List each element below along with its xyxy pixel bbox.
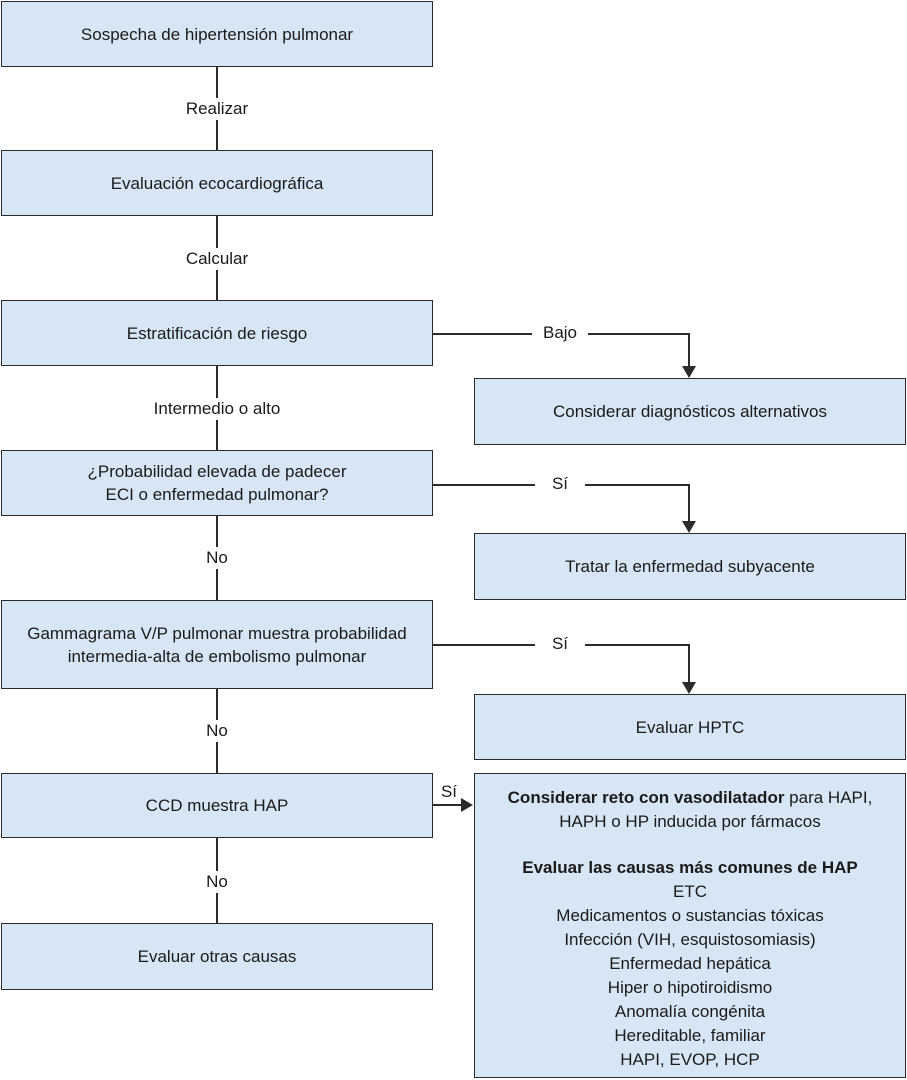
causa-item: Enfermedad hepática (609, 954, 771, 973)
edge-label-realizar: Realizar (177, 98, 257, 120)
node-alternativos: Considerar diagnósticos alternativos (474, 378, 906, 445)
connector-si1-down (688, 484, 690, 522)
causa-item: Hereditable, familiar (614, 1026, 766, 1045)
node-otras-causas-text: Evaluar otras causas (137, 947, 297, 966)
edge-label-no-3: No (195, 871, 239, 893)
arrow-to-hptc (682, 682, 696, 694)
reto-rest-text: para HAPI, (784, 788, 873, 807)
edge-label-si-2: Sí (535, 633, 585, 655)
causa-item: Hiper o hipotiroidismo (607, 978, 773, 997)
edge-label-calcular: Calcular (177, 248, 257, 270)
connector-ccd-si (432, 804, 462, 806)
causa-item: Anomalía congénita (614, 1002, 766, 1021)
node-estratificacion: Estratificación de riesgo (1, 300, 433, 366)
causa-item: Medicamentos o sustancias tóxicas (556, 906, 824, 925)
node-otras-causas: Evaluar otras causas (1, 923, 433, 990)
node-tratar-text: Tratar la enfermedad subyacente (565, 557, 815, 576)
causas-title: Evaluar las causas más comunes de HAP (522, 858, 858, 877)
node-gammagrama-line1: Gammagrama V/P pulmonar muestra probabil… (27, 623, 407, 643)
edge-label-si-3: Sí (440, 782, 458, 801)
connector-bajo-down (688, 333, 690, 366)
causa-item: Infección (VIH, esquistosomiasis) (564, 930, 816, 949)
arrow-to-considerar (461, 798, 473, 812)
edge-label-bajo: Bajo (532, 322, 588, 344)
node-gammagrama-line2: intermedia-alta de embolismo pulmonar (67, 646, 367, 666)
node-tratar: Tratar la enfermedad subyacente (474, 533, 906, 600)
edge-label-si-1: Sí (535, 473, 585, 495)
node-probabilidad-line2: ECI o enfermedad pulmonar? (105, 485, 329, 504)
node-ccd-text: CCD muestra HAP (145, 796, 289, 815)
node-considerar: Considerar reto con vasodilatador para H… (474, 773, 906, 1078)
node-considerar-line1: Considerar reto con vasodilatador para H… (508, 786, 873, 810)
node-hptc-text: Evaluar HPTC (635, 717, 745, 737)
node-evaluacion-eco-text: Evaluación ecocardiográfica (110, 173, 324, 193)
reto-bold-text: Considerar reto con vasodilatador (507, 788, 785, 807)
causa-item: HAPI, EVOP, HCP (620, 1050, 760, 1069)
node-probabilidad: ¿Probabilidad elevada de padecer ECI o e… (1, 450, 433, 516)
node-estratificacion-text: Estratificación de riesgo (126, 323, 308, 343)
node-sospecha: Sospecha de hipertensión pulmonar (1, 1, 433, 67)
node-alternativos-text: Considerar diagnósticos alternativos (552, 402, 828, 421)
node-sospecha-text: Sospecha de hipertensión pulmonar (80, 24, 354, 44)
edge-label-intermedio: Intermedio o alto (142, 398, 292, 420)
node-ccd: CCD muestra HAP (1, 773, 433, 838)
node-gammagrama: Gammagrama V/P pulmonar muestra probabil… (1, 600, 433, 689)
connector-si2-down (688, 644, 690, 683)
arrow-to-alternativos (682, 366, 696, 378)
causa-item: ETC (673, 882, 707, 901)
arrow-to-tratar (682, 521, 696, 533)
edge-label-no-1: No (195, 547, 239, 569)
node-considerar-line2: HAPH o HP inducida por fármacos (559, 812, 821, 831)
node-evaluacion-eco: Evaluación ecocardiográfica (1, 150, 433, 216)
edge-label-no-2: No (195, 720, 239, 742)
node-probabilidad-line1: ¿Probabilidad elevada de padecer (87, 462, 347, 481)
node-hptc: Evaluar HPTC (474, 694, 906, 760)
